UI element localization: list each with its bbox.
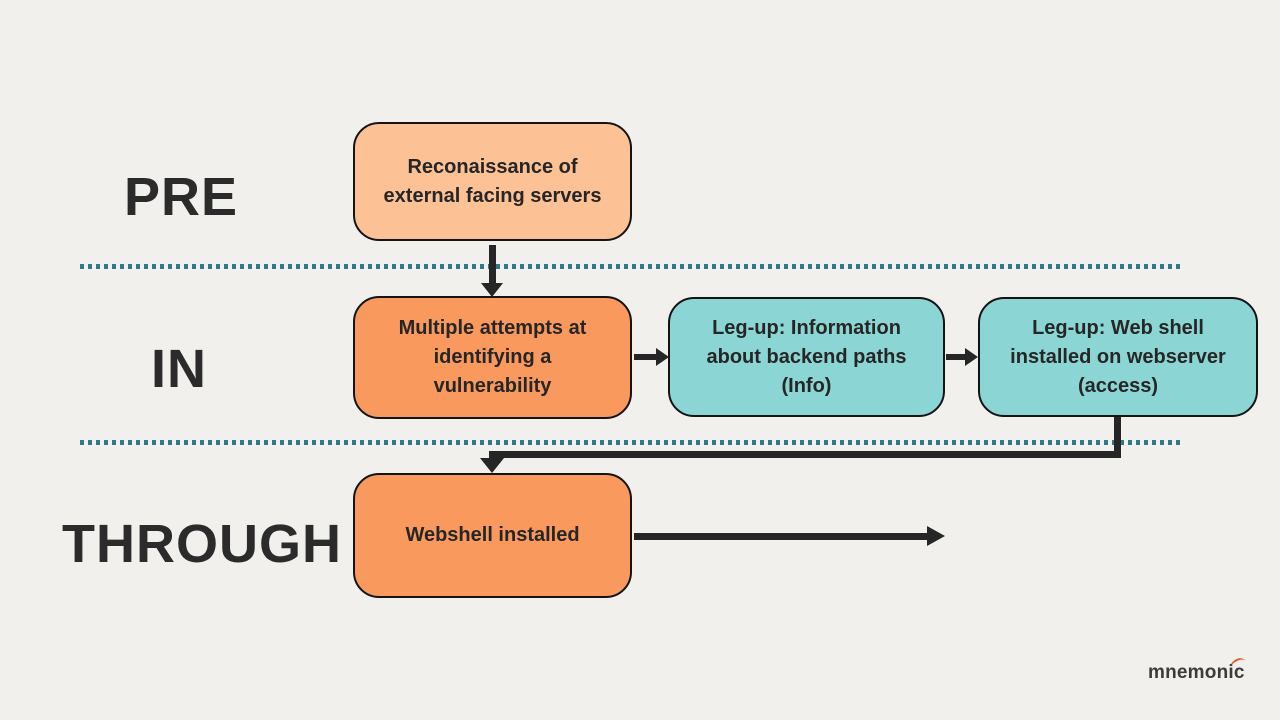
node-legup-webshell-installed-label: Leg-up: Web shell installed on webserver… [1010,316,1226,397]
phase-separator-in-through [80,440,1183,445]
node-webshell-installed-label: Webshell installed [405,524,580,546]
connector-horizontal-segment [489,451,1121,458]
mnemonic-logo: mnemonic [1148,658,1246,684]
node-reconnaissance: Reconaissance of external facing servers [353,122,632,241]
arrow-line [489,245,496,284]
node-legup-backend-paths: Leg-up: Information about backend paths … [668,297,945,417]
arrow-line [634,354,657,360]
node-legup-backend-paths-label: Leg-up: Information about backend paths … [706,316,907,397]
node-reconnaissance-label: Reconaissance of external facing servers [383,155,602,207]
node-legup-webshell-installed: Leg-up: Web shell installed on webserver… [978,297,1258,417]
phase-label-through: THROUGH [62,514,342,574]
arrow-right-head-icon [927,526,945,546]
connector-vertical-segment [1114,417,1121,458]
phase-label-pre: PRE [124,167,239,227]
arrow-line [634,533,928,540]
mnemonic-logo-text: mnemonic [1148,662,1245,683]
phase-label-in: IN [151,339,207,399]
arrow-right-head-icon [656,348,669,366]
node-multiple-attempts: Multiple attempts at identifying a vulne… [353,296,632,419]
mnemonic-logo-accent-icon [1230,658,1246,665]
arrow-down-head-icon [481,283,503,297]
arrow-down-head-icon [480,458,504,473]
arrow-line [946,354,966,360]
node-multiple-attempts-label: Multiple attempts at identifying a vulne… [398,317,587,397]
node-webshell-installed: Webshell installed [353,473,632,598]
arrow-right-head-icon [965,348,978,366]
phase-separator-pre-in [80,264,1183,269]
